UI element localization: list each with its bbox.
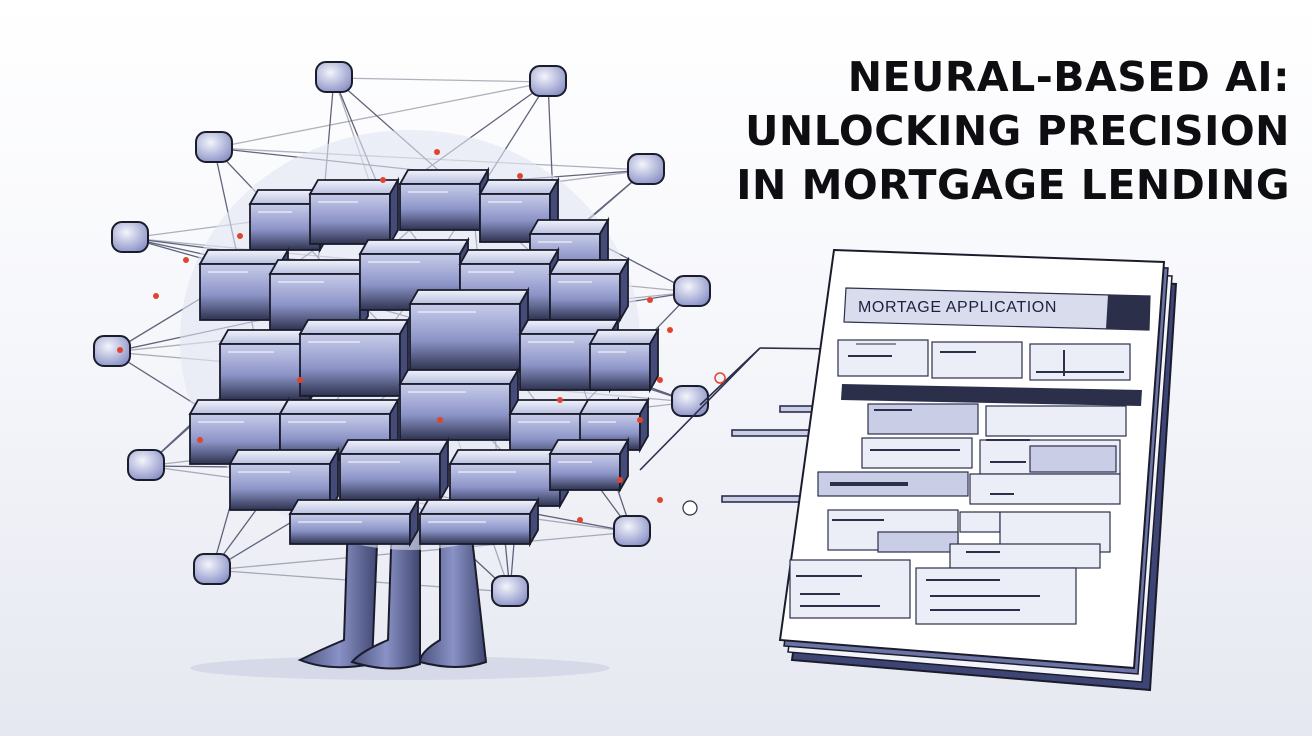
network-node-icon	[671, 385, 709, 417]
robot-legs	[297, 519, 488, 670]
network-nodes	[93, 61, 711, 607]
neural-cube	[268, 256, 370, 334]
neural-cube	[548, 436, 630, 494]
signal-dots	[117, 149, 673, 523]
neural-cube	[478, 176, 560, 246]
neural-cube	[448, 446, 570, 510]
neural-cube	[308, 176, 400, 248]
network-node-icon	[195, 131, 233, 163]
neural-cube-cluster	[188, 166, 660, 548]
network-node-icon	[93, 335, 131, 367]
network-node-icon	[491, 575, 529, 607]
mortgage-application-document	[778, 248, 1178, 692]
headline-line-1: NEURAL-BASED AI:	[847, 53, 1290, 101]
neural-cube	[288, 496, 420, 548]
neural-cube	[548, 256, 630, 324]
network-node-icon	[193, 553, 231, 585]
neural-cube	[408, 286, 530, 374]
network-node-icon	[673, 275, 711, 307]
neural-cube	[588, 326, 660, 394]
headline-line-2: UNLOCKING PRECISION	[745, 107, 1290, 155]
network-node-icon	[315, 61, 353, 93]
neural-cube	[298, 316, 410, 400]
network-node-icon	[111, 221, 149, 253]
neural-cube	[418, 496, 540, 548]
neural-cube	[338, 436, 450, 504]
document-heading: MORTAGE APPLICATION	[858, 299, 1057, 316]
network-node-icon	[529, 65, 567, 97]
neural-cube	[578, 396, 650, 454]
headline-line-3: IN MORTGAGE LENDING	[736, 161, 1290, 209]
network-node-icon	[127, 449, 165, 481]
neural-cube	[398, 166, 490, 234]
small-node-icon	[682, 500, 698, 516]
form-text-lines	[796, 343, 1124, 611]
neural-cube	[398, 366, 520, 444]
headline: NEURAL-BASED AI: UNLOCKING PRECISION IN …	[690, 50, 1290, 212]
network-node-icon	[613, 515, 651, 547]
network-node-icon	[627, 153, 665, 185]
